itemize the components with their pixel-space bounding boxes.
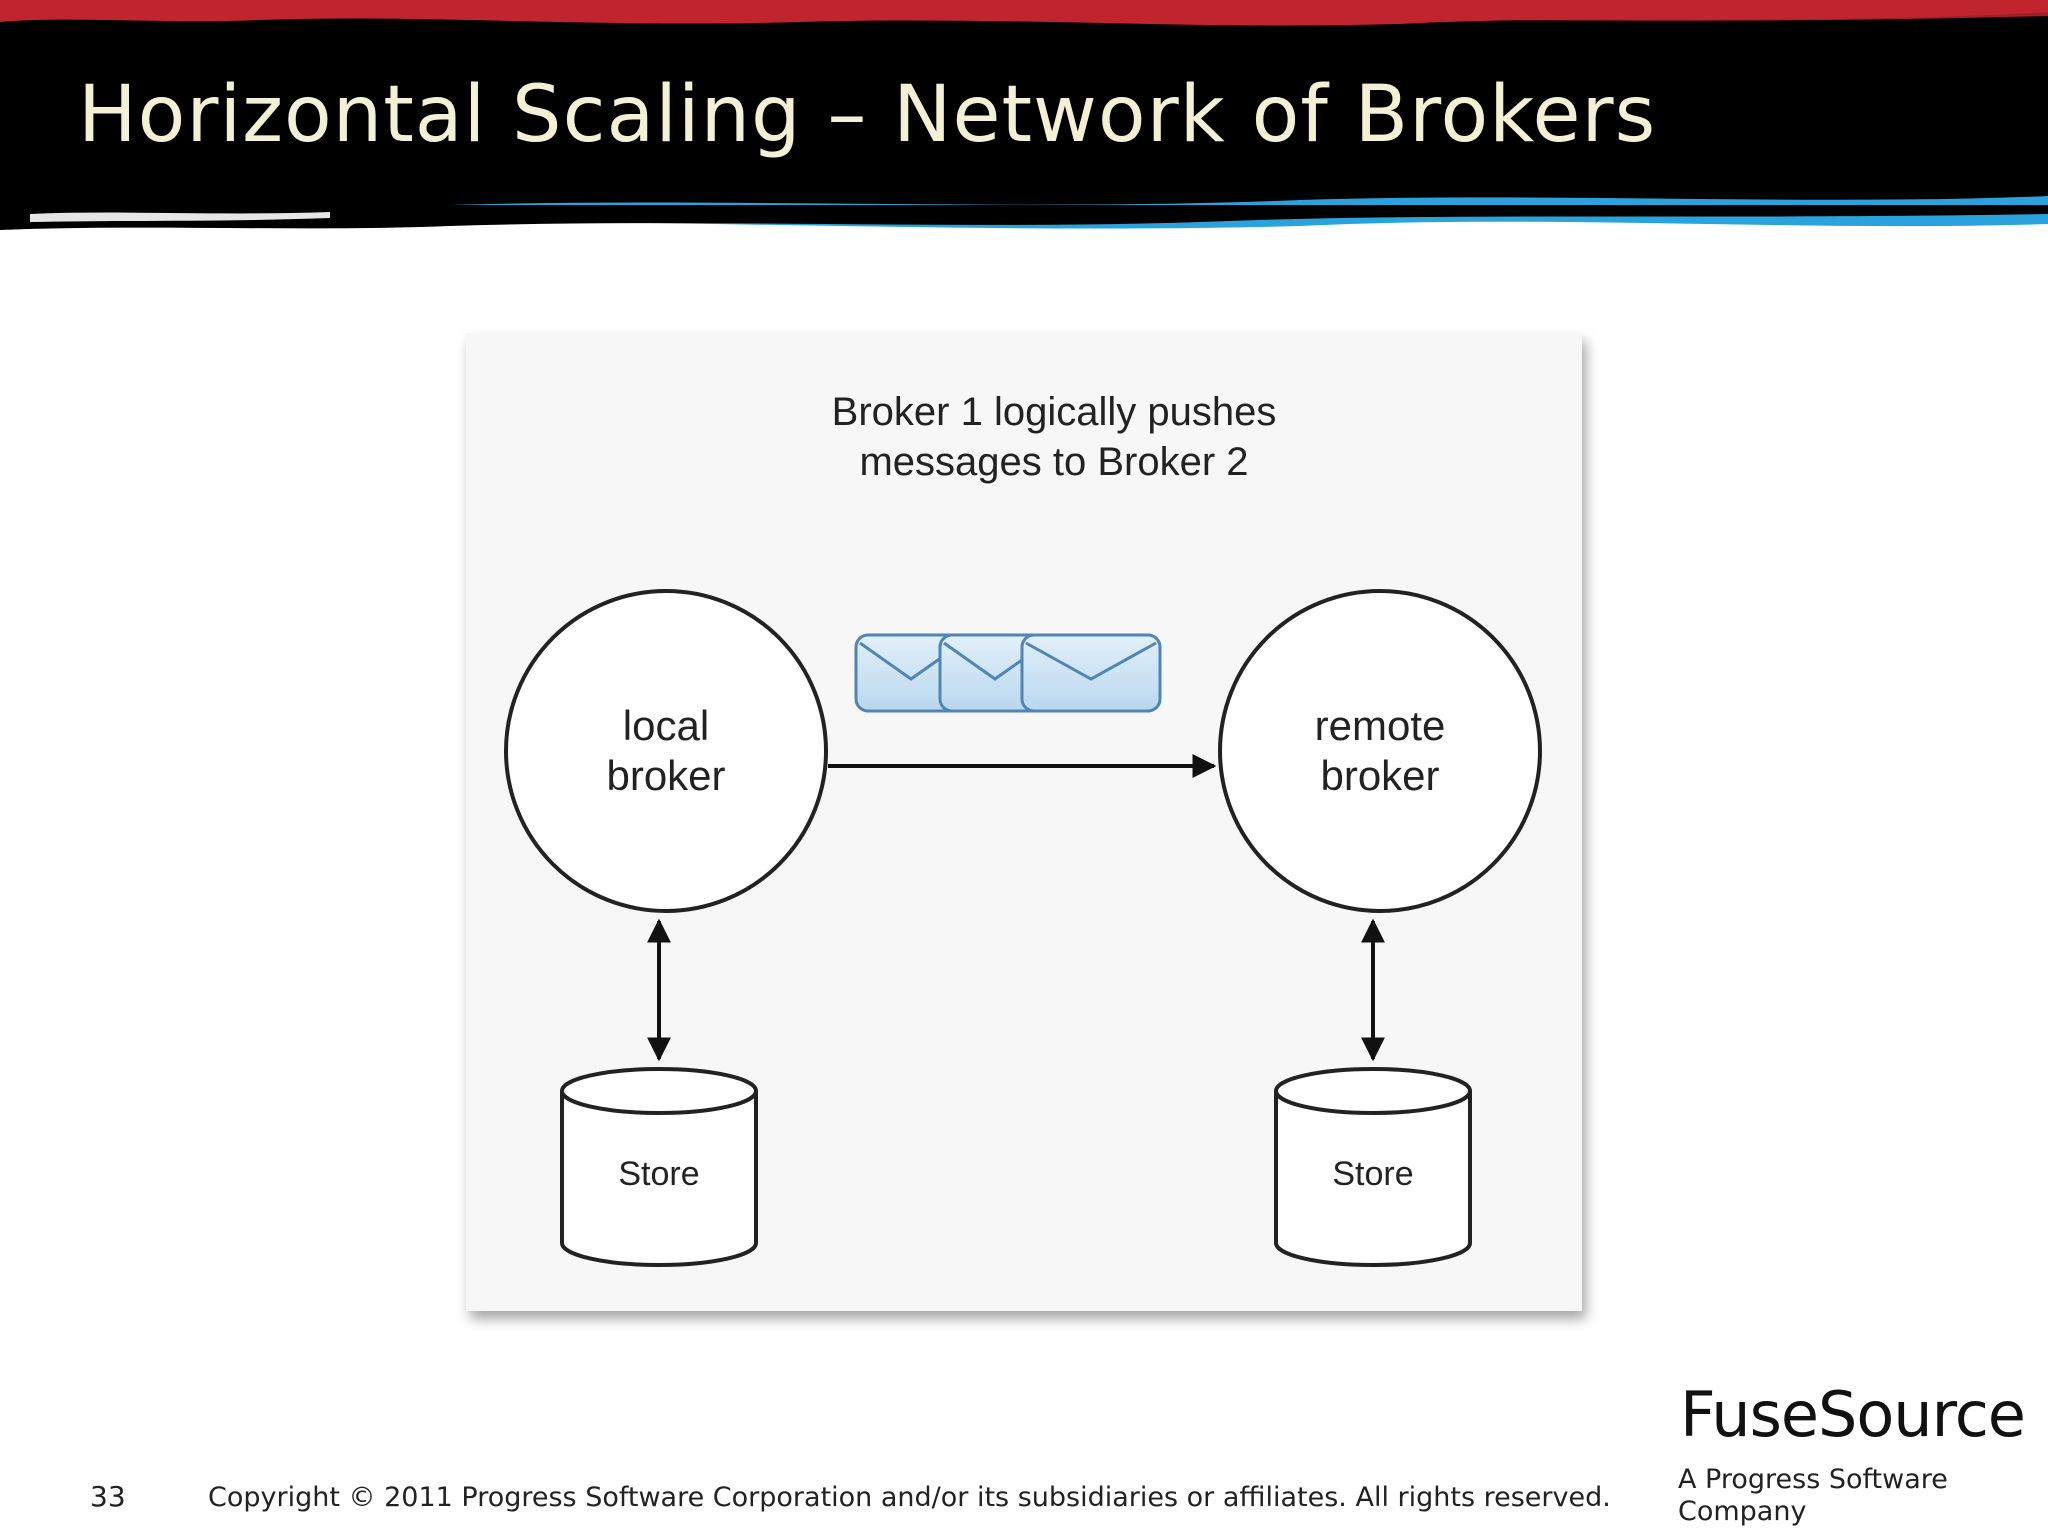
local-store-node (560, 1067, 758, 1267)
diagram-canvas: Broker 1 logically pushes messages to Br… (504, 390, 1542, 1267)
page-number: 33 (90, 1480, 126, 1513)
remote-store-node (1274, 1067, 1472, 1267)
envelope-icon (1020, 633, 1162, 713)
brand-tagline-line-2: Company (1678, 1496, 1807, 1527)
slide-title: Horizontal Scaling – Network of Brokers (78, 70, 1657, 160)
local-store-label: Store (618, 1155, 699, 1193)
copyright-text: Copyright © 2011 Progress Software Corpo… (208, 1482, 1611, 1513)
remote-store-label: Store (1332, 1155, 1413, 1193)
remote-broker-label-line-1: remote (1315, 702, 1446, 749)
message-envelopes (854, 633, 1162, 713)
local-broker-label-line-2: broker (606, 752, 725, 799)
header-band (0, 0, 2048, 230)
remote-broker-node (1218, 589, 1542, 913)
caption-line-2: messages to Broker 2 (859, 440, 1248, 484)
header-red-streak (1250, 4, 2048, 21)
local-broker-label-line-1: local (623, 702, 709, 749)
caption-line-1: Broker 1 logically pushes (832, 390, 1277, 434)
header-white-streak (30, 212, 330, 222)
brand-logo: FuseSource (1680, 1378, 2026, 1451)
header-black-ragged-edge (0, 205, 2048, 230)
header-black-band (0, 0, 2048, 210)
remote-broker-label-line-2: broker (1320, 752, 1439, 799)
brand-tagline-line-1: A Progress Software (1678, 1464, 1948, 1495)
local-broker-node (504, 589, 828, 913)
